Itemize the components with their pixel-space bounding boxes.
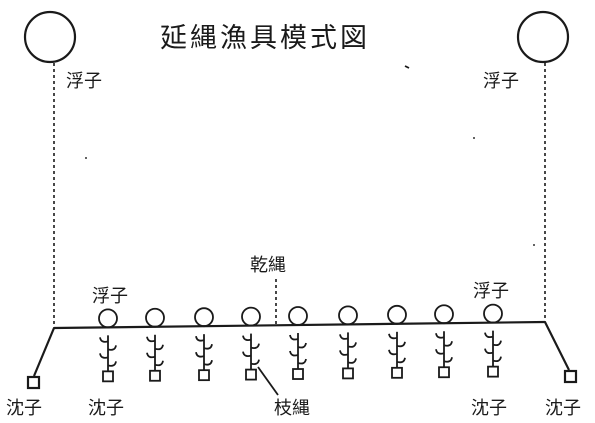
branch-line [241,306,261,381]
branch-line [194,307,214,382]
branch-sinker [292,368,304,380]
small-float [98,308,118,329]
branch-hooks [484,332,502,363]
branch-sinker [198,369,210,382]
branch-hooks [146,336,164,367]
small-float [434,304,454,325]
branch-line [288,306,308,380]
sinker-label-1: 沈子 [6,398,42,419]
speck [85,157,87,159]
branch-hooks [195,335,213,366]
small-float [483,303,503,324]
branch-hooks [435,333,453,363]
branch-hooks [339,334,357,364]
branch-line [434,304,454,379]
branch-lines-group [98,303,503,383]
branch-line [145,307,165,382]
branch-line [483,303,503,378]
small-float [194,307,214,328]
mainline-label: 乾縄 [250,255,286,276]
branch-sinker [342,367,354,380]
branchline-label: 枝縄 [274,398,310,419]
anchor-line-right [544,321,570,371]
small-float [288,306,308,326]
branch-line [338,305,358,380]
branch-sinker [245,368,257,381]
branch-line [98,308,118,383]
branch-line [387,304,407,379]
small-float [387,304,407,325]
branch-sinker [391,366,403,379]
small-float-label-left: 浮子 [92,286,128,307]
corner-sinker-right [563,369,578,384]
big-float-left [23,10,77,64]
branch-hooks [99,337,117,367]
small-float [338,305,358,326]
sinker-label-3: 沈子 [471,398,507,419]
title-stroke-mark [404,65,410,69]
branchline-pointer [257,366,279,396]
branch-sinker [487,365,499,378]
speck [473,137,475,139]
branch-sinker [102,370,114,383]
branch-hooks [242,335,260,365]
diagram-title: 延縄漁具模式図 [160,23,370,54]
small-float [241,306,261,327]
branch-sinker [438,366,450,379]
sinker-label-4: 沈子 [545,398,581,419]
small-float [145,307,165,328]
sinker-label-2: 沈子 [88,398,124,419]
branch-sinker [149,369,161,382]
anchor-line-left [32,327,56,377]
float-label-right: 浮子 [483,71,519,92]
big-float-right [516,10,570,64]
branch-hooks [388,333,406,364]
corner-sinker-left [26,375,41,390]
speck [533,244,535,246]
branch-hooks [289,334,307,365]
float-label-left: 浮子 [66,71,102,92]
small-float-label-right: 浮子 [473,281,509,302]
